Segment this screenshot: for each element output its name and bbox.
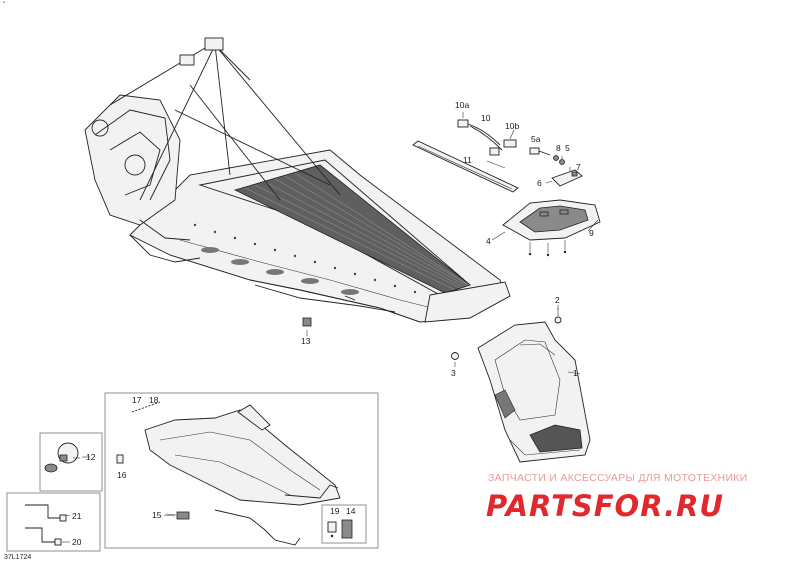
part-11-strip [412, 140, 519, 193]
callout-18: 18 [149, 395, 159, 405]
callout-20: 20 [72, 537, 82, 547]
callout-19: 19 [330, 506, 340, 516]
callout-14: 14 [346, 506, 356, 516]
callout-12: 12 [86, 452, 96, 462]
part-4-tail-light-housing [502, 199, 601, 257]
chassis-frame [84, 37, 511, 323]
callout-15: 15 [152, 510, 162, 520]
callout-6: 6 [537, 178, 542, 188]
callout-10b: 10b [505, 121, 519, 131]
part-3-washer [451, 352, 459, 367]
callout-4: 4 [486, 236, 491, 246]
callout-9: 9 [589, 228, 594, 238]
watermark-tagline: ЗАПЧАСТИ И АКСЕССУАРЫ ДЛЯ МОТОТЕХНИКИ [488, 472, 748, 484]
leader-lines [62, 160, 599, 543]
callout-labels: 10a 10 10b 5a 8 5 7 6 11 4 9 13 2 3 1 17… [72, 100, 594, 547]
callout-17: 17 [132, 395, 142, 405]
callout-16: 16 [117, 470, 127, 480]
part-12-box [39, 432, 103, 492]
callout-7: 7 [576, 162, 581, 172]
inset-sled-box [104, 392, 379, 549]
part-2-washer [554, 308, 562, 324]
corner-mark: " [3, 2, 6, 8]
callout-8: 8 [556, 143, 561, 153]
callout-10: 10 [481, 113, 491, 123]
callout-3: 3 [451, 368, 456, 378]
callout-21: 21 [72, 511, 82, 521]
callout-10a: 10a [455, 100, 469, 110]
part-20-21-box [6, 492, 101, 552]
callout-11: 11 [463, 155, 472, 165]
part-13-clip [302, 317, 312, 336]
part-1-snowflap [477, 321, 591, 463]
part-10-wiring-harness [457, 112, 517, 156]
document-id: 37L1724 [4, 554, 32, 561]
watermark-brand: PARTSFOR.RU [486, 489, 724, 523]
callout-5: 5 [565, 143, 570, 153]
part-5-8-6-7-connectors [529, 147, 583, 187]
callout-5a: 5a [531, 134, 541, 144]
callout-2: 2 [555, 295, 560, 305]
callout-1: 1 [573, 368, 578, 378]
callout-13: 13 [301, 336, 311, 346]
